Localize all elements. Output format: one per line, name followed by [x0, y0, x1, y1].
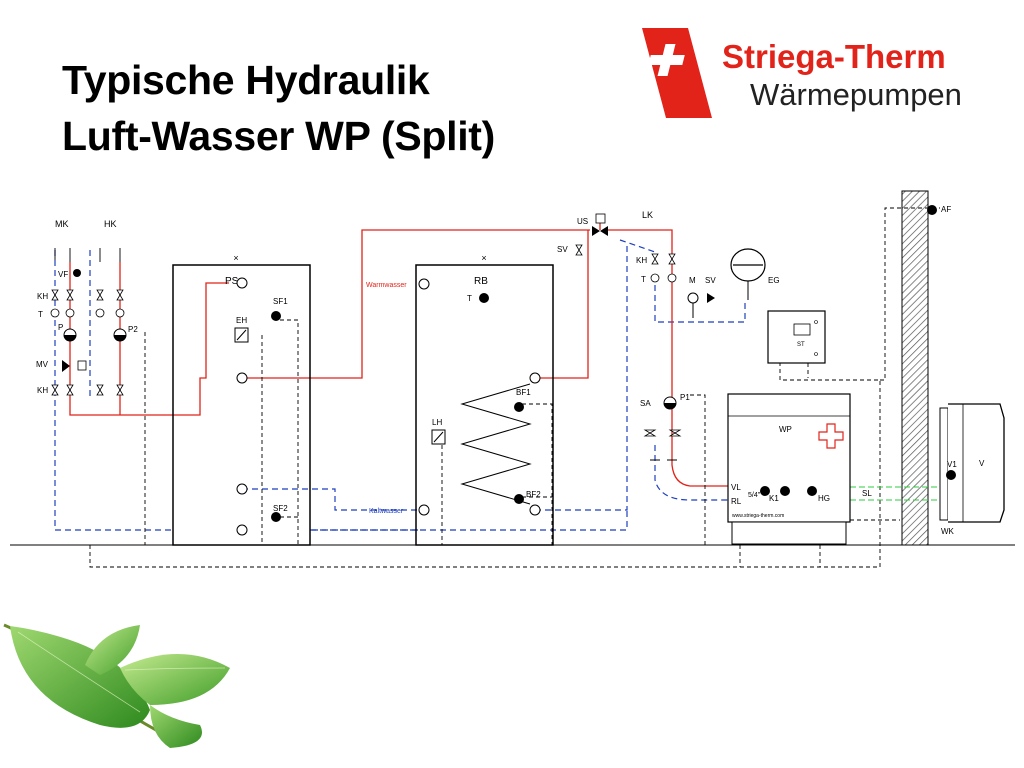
label-us: US: [577, 217, 588, 226]
logo-cross-horizontal: [648, 55, 685, 65]
label-hk: HK: [104, 219, 117, 229]
label-bf1: BF1: [516, 388, 531, 397]
label-p: P: [58, 323, 63, 332]
logo-red-banner: [642, 28, 712, 118]
label-sl: SL: [862, 489, 872, 498]
hot-water-tank-rb: [415, 264, 554, 546]
slide-title: Typische Hydraulik Luft-Wasser WP (Split…: [62, 52, 495, 164]
label-warmwasser: Warmwasser: [366, 282, 407, 289]
label-rl: RL: [731, 497, 742, 506]
sensor-bf2-icon: [514, 494, 524, 504]
label-size: 5/4": [748, 492, 761, 499]
label-ps: PS: [225, 276, 239, 287]
left-pipe-columns: [54, 248, 121, 262]
lk-valve-group: [650, 253, 677, 283]
hydraulic-diagram: MK HK LK VF KH T P MV KH P2 PS × EH SF1 …: [10, 190, 1015, 568]
label-kh-right: KH: [636, 256, 647, 265]
label-af: AF: [941, 205, 951, 214]
label-k1: K1: [769, 494, 779, 503]
green-leaves-image: [3, 623, 230, 748]
label-m: M: [689, 276, 696, 285]
sensor-sf1-icon: [271, 311, 281, 321]
controller-st: [767, 310, 826, 364]
wp-url: www.striega-therm.com: [732, 513, 784, 519]
label-hg: HG: [818, 494, 830, 503]
buffer-tank-ps: [172, 264, 311, 546]
label-p1: P1: [680, 393, 690, 402]
label-t-right: T: [641, 275, 646, 284]
label-rb-t: T: [467, 294, 472, 303]
label-kaltwasser: Kaltwasser: [369, 508, 404, 515]
signal-lines: [89, 207, 940, 568]
outer-wall: [901, 190, 929, 546]
left-valve-group: [50, 289, 125, 396]
label-kh-bottom: KH: [37, 386, 48, 395]
refrigerant-lines: [850, 486, 945, 501]
label-v1: V1: [947, 460, 957, 469]
label-vl: VL: [731, 483, 741, 492]
label-bf2: BF2: [526, 490, 541, 499]
logo-subtitle-text: Wärmepumpen: [750, 77, 962, 112]
label-sv-left: SV: [557, 245, 568, 254]
sensor-af-icon: [927, 205, 937, 215]
title-line-2: Luft-Wasser WP (Split): [62, 113, 496, 159]
label-eg: EG: [768, 276, 780, 285]
label-mv: MV: [36, 360, 49, 369]
expansion-vessel-eg-icon: [730, 248, 766, 300]
label-kh-top: KH: [37, 292, 48, 301]
manometer-m-icon: [687, 292, 699, 304]
mixer-valve-mv-icon: [62, 360, 70, 372]
sensor-vf-icon: [73, 269, 81, 277]
label-sf2: SF2: [273, 504, 288, 513]
safety-valve-sv-right-icon: [707, 293, 715, 303]
label-sa: SA: [640, 399, 651, 408]
label-wp: WP: [779, 425, 792, 434]
label-v: V: [979, 459, 985, 468]
label-p2: P2: [128, 325, 138, 334]
label-sv-right: SV: [705, 276, 716, 285]
heat-pump-wp: [727, 393, 851, 523]
switch-valve-us-icon: [595, 213, 606, 224]
outdoor-unit-v: [939, 403, 1005, 523]
safety-valve-sv-left-icon: [575, 244, 583, 256]
sensor-v1-icon: [946, 470, 956, 480]
label-vf: VF: [58, 270, 68, 279]
hot-pipes: [69, 215, 728, 487]
sensor-sf2-icon: [271, 512, 281, 522]
label-t-left: T: [38, 310, 43, 319]
label-wk: WK: [941, 527, 955, 536]
logo-brand-text: Striega-Therm: [722, 38, 946, 75]
svg-text:×: ×: [233, 253, 238, 263]
label-eh: EH: [236, 316, 247, 325]
svg-text:×: ×: [481, 253, 486, 263]
title-line-1: Typische Hydraulik: [62, 57, 430, 103]
label-sf1: SF1: [273, 297, 288, 306]
label-mk: MK: [55, 219, 69, 229]
label-lh: LH: [432, 418, 442, 427]
sensor-bf1-icon: [514, 402, 524, 412]
wp-cross-icon: [818, 423, 844, 449]
label-lk: LK: [642, 210, 653, 220]
label-rb: RB: [474, 276, 488, 287]
label-st: ST: [797, 342, 805, 348]
striega-therm-logo: Striega-Therm Wärmepumpen: [642, 28, 962, 118]
heat-exchanger-coil: [460, 383, 532, 505]
